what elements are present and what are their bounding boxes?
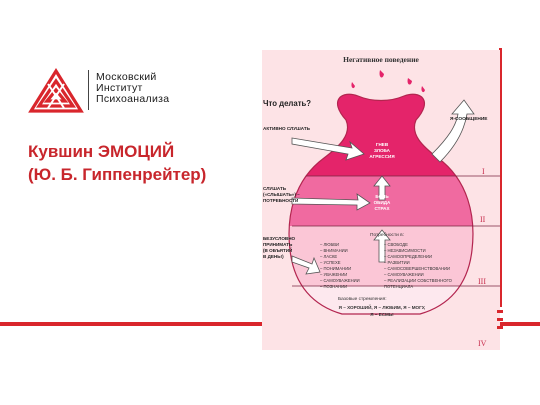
note-active-listen: АКТИВНО СЛУШАТЬ — [263, 126, 311, 131]
need-left-3: – УСПЕХЕ — [320, 260, 341, 265]
note-accept-2: ПРИНИМАТЬ — [263, 242, 293, 247]
need-right-5: – САМОУВАЖЕНИИ — [384, 272, 424, 277]
base-line-2: Я – ЕСМЬ! — [370, 312, 394, 317]
need-left-5: – УВАЖЕНИИ — [320, 272, 347, 277]
poster-header: Негативное поведение — [343, 55, 419, 64]
institute-logo — [28, 68, 84, 113]
layer1-word-2: ЗЛОБА — [374, 148, 391, 153]
arrow-left-mid — [291, 193, 371, 211]
need-left-2: – ЛАСКЕ — [320, 254, 337, 259]
numeral-2: II — [480, 215, 486, 224]
note-i-message: Я-СООБЩЕНИЕ — [450, 116, 488, 122]
need-left-4: – ПОНИМАНИИ — [320, 266, 351, 271]
slide-title-line-2: (Ю. Б. Гиппенрейтер) — [28, 165, 207, 184]
numeral-4: IV — [478, 339, 487, 348]
need-right-7: ПОТЕНЦИАЛА — [384, 284, 413, 289]
layer2-word-3: СТРАХ — [374, 206, 390, 211]
splash-drop-1 — [351, 82, 355, 89]
need-right-0: – СВОБОДЕ — [384, 242, 408, 247]
need-left-1: – ВНИМАНИИ — [320, 248, 348, 253]
numeral-3: III — [478, 277, 486, 286]
note-needs-3: ПОТРЕБНОСТИ — [263, 198, 298, 203]
base-line-1: Я – ХОРОШИЙ, Я – ЛЮБИМ, Я – МОГУ, — [339, 303, 426, 310]
layer2-word-2: ОБИДА — [374, 200, 391, 205]
needs-title: Потребности в: — [370, 232, 404, 238]
note-needs-2: («СЛЫШАТЬ») – — [263, 192, 300, 197]
note-accept-1: БЕЗУСЛОВНО — [263, 236, 296, 241]
logo-separator — [88, 70, 89, 110]
needs-right-list: – СВОБОДЕ – НЕЗАВИСИМОСТИ – САМООПРЕДЕЛЕ… — [384, 242, 453, 289]
arrow-left-low — [291, 255, 321, 275]
note-needs-1: СЛУШАТЬ — [263, 186, 287, 191]
institute-line-1: Московский — [96, 71, 157, 83]
need-right-2: – САМООПРЕДЕЛЕНИИ — [384, 254, 432, 259]
need-right-4: – САМОСОВЕРШЕНСТВОВАНИИ — [384, 266, 450, 271]
poster-question: Что делать? — [263, 99, 311, 108]
arrow-left-top — [291, 137, 365, 161]
need-left-0: – ЛЮБВИ — [320, 242, 339, 247]
splash-drop-2 — [379, 70, 384, 78]
need-left-6: – САМОУВАЖЕНИИ — [320, 278, 360, 283]
needs-left-list: – ЛЮБВИ – ВНИМАНИИ – ЛАСКЕ – УСПЕХЕ – ПО… — [320, 242, 360, 289]
right-vertical-red-line — [499, 48, 502, 306]
institute-line-3: Психоанализа — [96, 93, 170, 105]
layer1-word-3: АГРЕССИЯ — [369, 154, 394, 159]
need-right-3: – РАЗВИТИИ — [384, 260, 410, 265]
arrow-right-up — [431, 99, 475, 163]
note-accept-4: В ДЕНЬ!) — [263, 254, 284, 259]
need-right-6: – РЕАЛИЗАЦИИ СОБСТВЕННОГО — [384, 278, 453, 283]
bottom-right-red-line — [500, 322, 540, 326]
note-accept-3: (В ОБЪЯТИЙ — [263, 246, 292, 253]
need-left-7: – ПОЗНАНИИ — [320, 284, 347, 289]
slide-title-line-1: Кувшин ЭМОЦИЙ — [28, 142, 175, 161]
layer1-word-1: ГНЕВ — [376, 142, 389, 147]
slide-title: Кувшин ЭМОЦИЙ (Ю. Б. Гиппенрейтер) — [28, 140, 206, 186]
decorative-ticks — [497, 310, 503, 329]
numeral-1: I — [482, 167, 485, 176]
institute-line-2: Институт — [96, 82, 143, 94]
institute-name: Московский Институт Психоанализа — [96, 72, 169, 105]
base-title: Базовые стремления: — [338, 296, 387, 302]
need-right-1: – НЕЗАВИСИМОСТИ — [384, 248, 426, 253]
splash-drop-3 — [407, 78, 412, 85]
arrow-up-2 — [373, 229, 391, 263]
bottom-left-red-line — [0, 322, 264, 326]
layer2-word-1: БОЛЬ — [375, 194, 389, 199]
splash-drop-4 — [421, 86, 425, 93]
arrow-up-1 — [373, 175, 391, 201]
emotion-jug-poster: Негативное поведение Что делать? АКТИВНО… — [262, 50, 500, 350]
arrows — [291, 99, 475, 275]
